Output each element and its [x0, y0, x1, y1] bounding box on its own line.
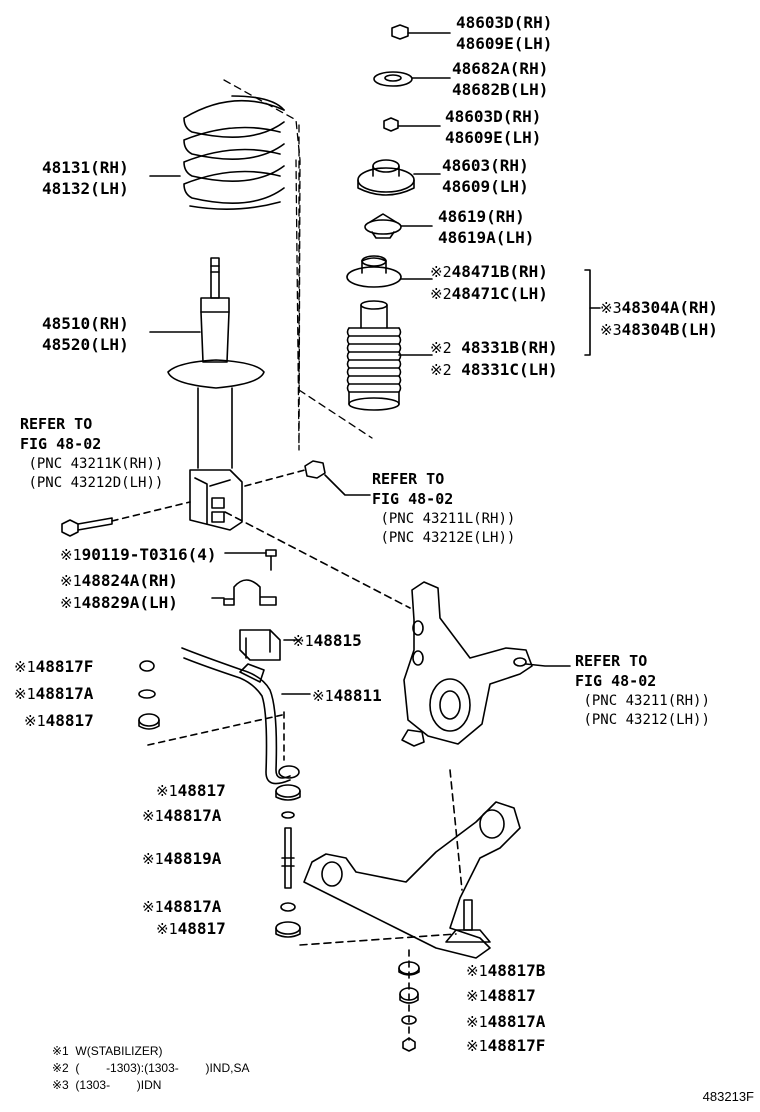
label-nut2: 48603D(RH)48609E(LH) — [445, 107, 542, 147]
stabilizer-bracket-icon — [211, 579, 277, 606]
spring-seat-icon — [364, 213, 433, 239]
label-arm-2: ※148817 — [466, 986, 536, 1005]
lower-arm-icon — [299, 801, 521, 959]
label-spring-seat: 48619(RH)48619A(LH) — [438, 207, 535, 247]
label-left-3: ※148817 — [24, 711, 94, 730]
label-left-1: ※148817F — [14, 657, 94, 676]
label-upper-support: 48603(RH)48609(LH) — [442, 156, 529, 196]
label-strut-kit: ※348304A(RH)※348304B(LH) — [600, 298, 718, 339]
stabilizer-bar-icon — [147, 647, 311, 785]
label-arm-4: ※148817F — [466, 1036, 546, 1055]
label-arm-3: ※148817A — [466, 1012, 546, 1031]
label-left-2: ※148817A — [14, 684, 94, 703]
left-washer-stack — [138, 660, 160, 730]
retainer-icon — [373, 71, 451, 87]
upper-support-icon — [357, 159, 441, 196]
label-insulator: ※248471B(RH)※248471C(LH) — [430, 262, 548, 303]
label-link-1: ※148817 — [156, 781, 226, 800]
label-bushing: ※148815 — [292, 631, 362, 650]
knuckle-nut-icon — [244, 460, 371, 496]
label-bolt: ※190119-T0316(4) — [60, 545, 217, 564]
strut-dash-outline — [223, 79, 373, 451]
strut-kit-bracket — [584, 269, 591, 356]
label-link-4: ※148817A — [142, 897, 222, 916]
label-coil-spring: 48131(RH)48132(LH) — [42, 158, 129, 198]
label-absorber: 48510(RH)48520(LH) — [42, 314, 129, 354]
link-stack — [275, 784, 301, 938]
label-stab-bar: ※148811 — [312, 686, 382, 705]
label-bound-stopper: ※2 48331B(RH)※2 48331C(LH) — [430, 338, 558, 379]
bracket-bolt-icon — [224, 549, 277, 571]
label-bracket: ※148824A(RH)※148829A(LH) — [60, 571, 178, 612]
coil-spring-icon — [149, 95, 285, 210]
footnotes: ※1 W(STABILIZER)※2 ( -1303):(1303- )IND,… — [52, 1044, 250, 1092]
bound-stopper-icon — [346, 300, 433, 411]
label-retainer: 48682A(RH)48682B(LH) — [452, 59, 549, 99]
insulator-icon — [346, 255, 433, 288]
label-link-3: ※148819A — [142, 849, 222, 868]
top-nut-icon — [391, 24, 451, 40]
label-link-5: ※148817 — [156, 919, 226, 938]
strut-bolt-icon — [61, 501, 191, 537]
label-link-2: ※148817A — [142, 806, 222, 825]
label-top-nut: 48603D(RH)48609E(LH) — [456, 13, 553, 53]
label-arm-1: ※148817B — [466, 961, 546, 980]
figure-code: 483213F — [702, 1089, 754, 1104]
arm-washer-stack — [398, 949, 420, 1052]
nut-icon — [383, 117, 441, 132]
steering-knuckle-icon — [224, 511, 571, 891]
shock-absorber-icon — [149, 257, 265, 531]
stabilizer-bushing-icon — [239, 629, 301, 661]
